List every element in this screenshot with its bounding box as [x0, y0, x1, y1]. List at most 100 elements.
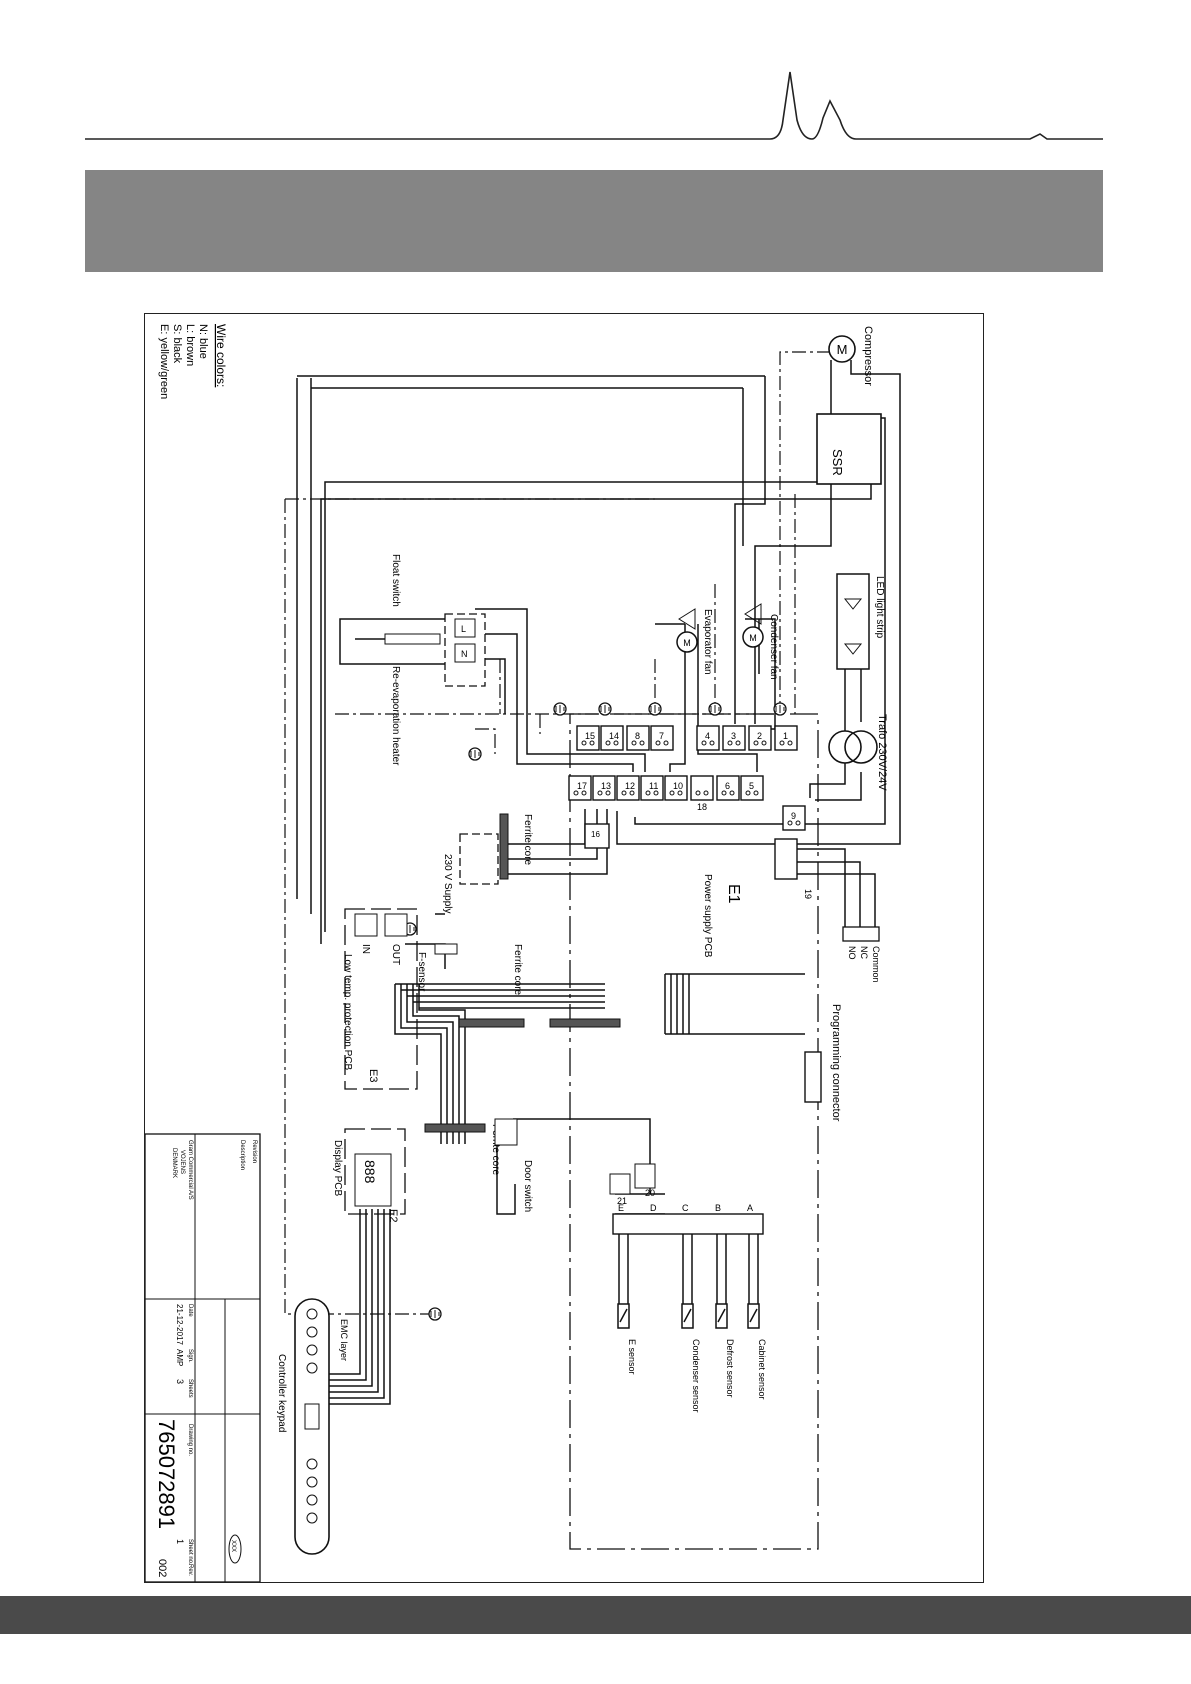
f-sensor-label: F-sensor — [416, 952, 427, 992]
controller-keypad — [294, 1298, 330, 1555]
evaporator-fan-label: Evaporator fan — [702, 609, 713, 675]
e2-label: E2 — [387, 1209, 399, 1222]
terminal-18: 18 — [697, 802, 707, 812]
terminal-13: 13 — [601, 781, 611, 791]
condenser-fan-label: Condenser fan — [768, 614, 779, 680]
terminal-8: 8 — [635, 731, 640, 741]
sensor-letter-d: D — [650, 1203, 657, 1213]
terminal-16 — [584, 823, 610, 849]
reevap-heater-label: Re-evaporation heater — [390, 666, 401, 766]
tb-date-label: Date — [187, 1304, 193, 1317]
terminal-21-label: 21 — [617, 1196, 627, 1206]
wire-color-n: N: blue — [197, 324, 209, 359]
compressor-label: Compressor — [862, 326, 874, 386]
tb-sign-label: Sign. — [187, 1349, 193, 1363]
f-sensor — [434, 943, 458, 955]
wire-color-l: L: brown — [184, 324, 196, 366]
tb-sheet-label: Sheet no. — [187, 1539, 193, 1565]
terminal-1: 1 — [783, 731, 788, 741]
terminal-6: 6 — [725, 781, 730, 791]
e3-out-label: OUT — [390, 944, 401, 965]
tb-description-label: Description — [239, 1140, 245, 1170]
terminal-11: 11 — [649, 781, 658, 791]
tb-revision-label: Revision — [251, 1140, 257, 1163]
tb-sheets-label: Sheets — [187, 1379, 193, 1398]
tb-city: VOJENS — [179, 1150, 185, 1174]
title-block — [144, 1133, 261, 1583]
low-temp-label: Low temp. protection PCB — [342, 954, 353, 1070]
terminal-7: 7 — [659, 731, 664, 741]
led-strip-label: LED light strip — [874, 576, 885, 639]
sensor-letter-e: E — [618, 1203, 624, 1213]
footer-band — [0, 1596, 1191, 1634]
e3-in-label: IN — [360, 944, 371, 954]
e3-pcb — [344, 908, 418, 1090]
door-switch — [494, 1118, 518, 1146]
tb-projection: XXX — [230, 1540, 236, 1552]
ssr-block — [816, 413, 882, 485]
controller-keypad-label: Controller keypad — [276, 1354, 287, 1432]
terminal-20-label: 20 — [645, 1188, 655, 1198]
heater-terminal-l: L — [461, 624, 466, 634]
tb-drawing-label: Drawing no. — [187, 1424, 193, 1456]
e-sensor-label: E sensor — [627, 1339, 637, 1375]
e1-subtitle: Power supply PCB — [702, 874, 713, 958]
alarm-output-nc: NC — [859, 946, 869, 959]
emc-layer-label: EMC layer — [339, 1319, 349, 1361]
evaporator-fan-motor: M — [683, 638, 691, 648]
supply-plug — [459, 833, 499, 885]
display-pcb-label: Display PCB — [332, 1140, 343, 1196]
float-switch-label: Float switch — [390, 554, 401, 607]
door-switch-label: Door switch — [522, 1160, 533, 1212]
tb-company: Gram Commercial A/S — [187, 1140, 193, 1200]
wire-color-s: S: black — [171, 324, 183, 364]
ferrite-core-flat-1 — [458, 1018, 525, 1028]
led-strip — [836, 573, 870, 670]
reevap-heater — [384, 633, 441, 645]
tb-rev-label: Rev. — [187, 1564, 193, 1576]
tb-drawing-no: 765072891 — [154, 1419, 179, 1529]
condenser-sensor-label: Condenser sensor — [691, 1339, 701, 1413]
wiring-diagram: M Compressor SSR LED light strip Trafo 2… — [144, 324, 901, 1583]
terminal-16-label: 16 — [591, 830, 600, 839]
tb-country: DENMARK — [171, 1148, 177, 1178]
tb-date: 21-12-2017 — [175, 1304, 184, 1345]
terminal-15: 15 — [585, 731, 595, 741]
supply-label: 230 V Supply — [442, 854, 453, 914]
terminal-2: 2 — [757, 731, 762, 741]
terminal-12: 12 — [625, 781, 635, 791]
display-digits-text: 888 — [362, 1160, 378, 1184]
ferrite-core-flat-2 — [549, 1018, 621, 1028]
terminal-17: 17 — [577, 781, 587, 791]
tb-sign: AMP — [175, 1349, 184, 1366]
e3-label: E3 — [367, 1069, 379, 1082]
alarm-output-no: NO — [847, 946, 857, 960]
terminal-14: 14 — [609, 731, 619, 741]
compressor-motor-label: M — [837, 342, 848, 357]
terminal-20 — [634, 1163, 656, 1189]
alarm-output-block — [842, 926, 880, 942]
terminal-3: 3 — [731, 731, 736, 741]
terminal-5: 5 — [749, 781, 754, 791]
terminal-4: 4 — [705, 731, 710, 741]
sensor-connector — [612, 1213, 764, 1235]
tb-rev: 002 — [156, 1559, 168, 1577]
terminal-21 — [609, 1173, 631, 1195]
drawing-frame: M Compressor SSR LED light strip Trafo 2… — [144, 313, 984, 1583]
cabinet-sensor-label: Cabinet sensor — [757, 1339, 767, 1400]
terminal-10: 10 — [673, 781, 683, 791]
wire-color-e: E: yellow/green — [158, 324, 170, 399]
condenser-fan-motor: M — [749, 633, 757, 643]
ssr-label: SSR — [830, 449, 845, 476]
tb-sheets: 3 — [175, 1379, 185, 1384]
ferrite-core-label-1: Ferrite core — [522, 814, 533, 866]
tb-sheet: 1 — [175, 1539, 185, 1544]
sensor-probes — [617, 1233, 760, 1329]
alarm-terminal-19 — [774, 838, 798, 880]
ferrite-core-label-3: Ferrite core — [490, 1124, 501, 1176]
programming-connector-label: Programming connector — [830, 1004, 842, 1122]
e1-title: E1 — [725, 884, 742, 904]
ferrite-core-display — [424, 1123, 486, 1133]
ferrite-core-label-2: Ferrite core — [512, 944, 523, 996]
display-digits — [354, 1153, 392, 1207]
